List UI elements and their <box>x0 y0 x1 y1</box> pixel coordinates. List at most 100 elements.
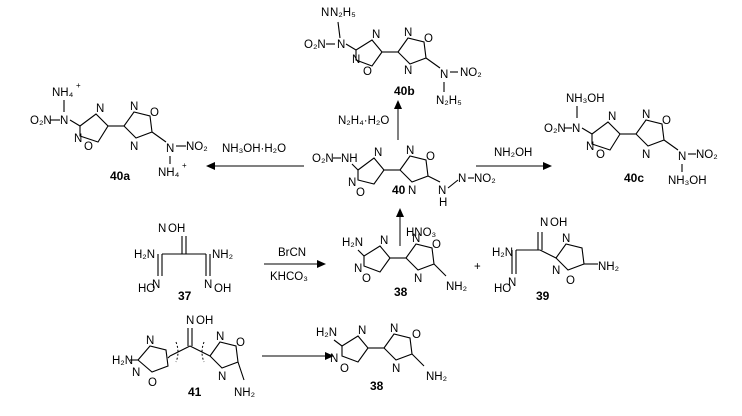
compound-label-39: 39 <box>536 289 550 303</box>
oxadiazole-ring <box>79 113 109 143</box>
oxadiazole-ring <box>635 119 665 147</box>
arrow-40-to-40c: NH₂OH <box>476 147 552 170</box>
atom-n: N <box>608 111 616 123</box>
arrow-head <box>317 260 326 268</box>
reagent-potassium-bicarbonate: KHCO₃ <box>270 271 308 283</box>
compound-label-41: 41 <box>188 385 202 399</box>
atom-nh2: NH₂ <box>598 261 619 273</box>
oxadiazole-ring <box>397 37 427 65</box>
atom-o: O <box>356 187 365 199</box>
arrow-41-to-38 <box>262 352 334 360</box>
bond <box>189 345 211 357</box>
atom-n: N <box>372 29 380 41</box>
atom-n: N <box>348 177 356 189</box>
reagent-cyanogen-bromide: BrCN <box>278 247 306 259</box>
atom-n: N <box>158 223 166 235</box>
atom-n: N <box>354 263 362 275</box>
atom-n3h5: N₂H₅ <box>436 95 462 107</box>
bond <box>237 361 245 381</box>
oxadiazole-ring <box>209 341 239 369</box>
compound-39: N OH H₂N N HO N O N NH₂ 39 <box>492 217 619 303</box>
atom-o: O <box>566 275 575 287</box>
compound-40a: NH₄ + O₂N N N O N N O N N NO₂ NH₄ + 40a <box>30 81 208 183</box>
atom-o: O <box>432 239 441 251</box>
compound-40: O₂N NH N O N N O N N H N NO₂ 40 <box>312 145 496 209</box>
atom-o2: NO₂ <box>474 173 496 185</box>
compound-label-40: 40 <box>392 183 406 197</box>
compound-label-38: 38 <box>394 285 408 299</box>
atom-o: O <box>412 329 421 341</box>
reagent-hydrazine: N₂H₄·H₂O <box>338 115 389 127</box>
charge-plus: + <box>182 161 187 170</box>
atom-n: N <box>96 103 104 115</box>
atom-n: N <box>186 315 194 327</box>
atom-o: O <box>148 377 157 389</box>
atom-n: N <box>552 265 560 277</box>
compound-40c: NH₃OH O₂N N N O N N O N N NO₂ NH₃OH 40c <box>544 93 718 187</box>
atom-n: N <box>352 54 360 66</box>
atom-h2n: H₂N <box>316 327 337 339</box>
compound-38-top: H₂N N O N N O N NH₂ 38 <box>342 233 467 299</box>
atom-n: N <box>408 185 416 197</box>
atom-o: O <box>596 149 605 161</box>
atom-n: N <box>412 233 420 245</box>
arrow-37-to-38: BrCN KHCO₃ <box>264 247 326 283</box>
atom-no2: NO₂ <box>460 67 482 79</box>
arrow-head <box>543 162 552 170</box>
atom-n: N <box>130 141 138 153</box>
atom-n: N <box>380 235 388 247</box>
reagent-nitric-acid: HNO₃ <box>406 227 437 239</box>
atom-n: N <box>642 109 650 121</box>
arrow-head <box>394 100 402 109</box>
atom-n: N <box>152 279 160 291</box>
atom-h2n: H₂N <box>492 247 513 259</box>
atom-h2n: H₂N <box>134 249 155 261</box>
atom-nh2: NH₂ <box>234 387 255 399</box>
atom-n: N <box>404 27 412 39</box>
compound-label-40a: 40a <box>110 169 130 183</box>
charge-plus: + <box>76 81 81 90</box>
bond <box>539 249 557 259</box>
atom-nh: NH <box>341 153 358 165</box>
atom-ho: HO <box>494 283 511 295</box>
bond <box>411 353 425 367</box>
atom-o: O <box>662 115 671 127</box>
atom-n: N <box>678 151 686 163</box>
atom-n: N <box>132 367 140 379</box>
bond <box>425 57 441 69</box>
bond <box>69 119 81 127</box>
oxadiazole-ring <box>123 111 153 139</box>
atom-o: O <box>84 141 93 153</box>
atom-o: O <box>150 107 159 119</box>
bond <box>581 127 593 135</box>
atom-n: N <box>166 143 174 155</box>
plus-sign: + <box>474 261 481 273</box>
atom-nh4: NH₄ <box>52 87 74 99</box>
atom-n: N <box>390 323 398 335</box>
arrow-head <box>325 352 334 360</box>
bond <box>433 263 447 277</box>
bond <box>427 175 441 183</box>
compound-37: N OH H₂N N HO NH₂ N OH 37 <box>134 223 233 303</box>
atom-nh3oh: NH₃OH <box>566 93 605 105</box>
oxadiazole-ring <box>137 345 169 373</box>
oxadiazole-ring <box>591 121 621 151</box>
atom-nh2: NH₂ <box>426 371 447 383</box>
oxadiazole-ring <box>383 333 413 361</box>
atom-o: O <box>426 151 435 163</box>
atom-n: N <box>540 217 548 229</box>
atom-oh: OH <box>168 223 185 235</box>
atom-n: N <box>508 277 516 289</box>
atom-n: N <box>216 331 224 343</box>
compound-41: N OH H₂N N O N N O N NH₂ 41 <box>112 315 255 399</box>
compound-label-37: 37 <box>178 289 192 303</box>
arrow-40-to-40b: N₂H₄·H₂O <box>338 100 402 140</box>
bond <box>345 43 357 51</box>
bond <box>169 345 191 357</box>
atom-oh: OH <box>550 217 567 229</box>
atom-n: N <box>414 273 422 285</box>
atom-n: N <box>146 335 154 347</box>
atom-o: O <box>424 33 433 45</box>
